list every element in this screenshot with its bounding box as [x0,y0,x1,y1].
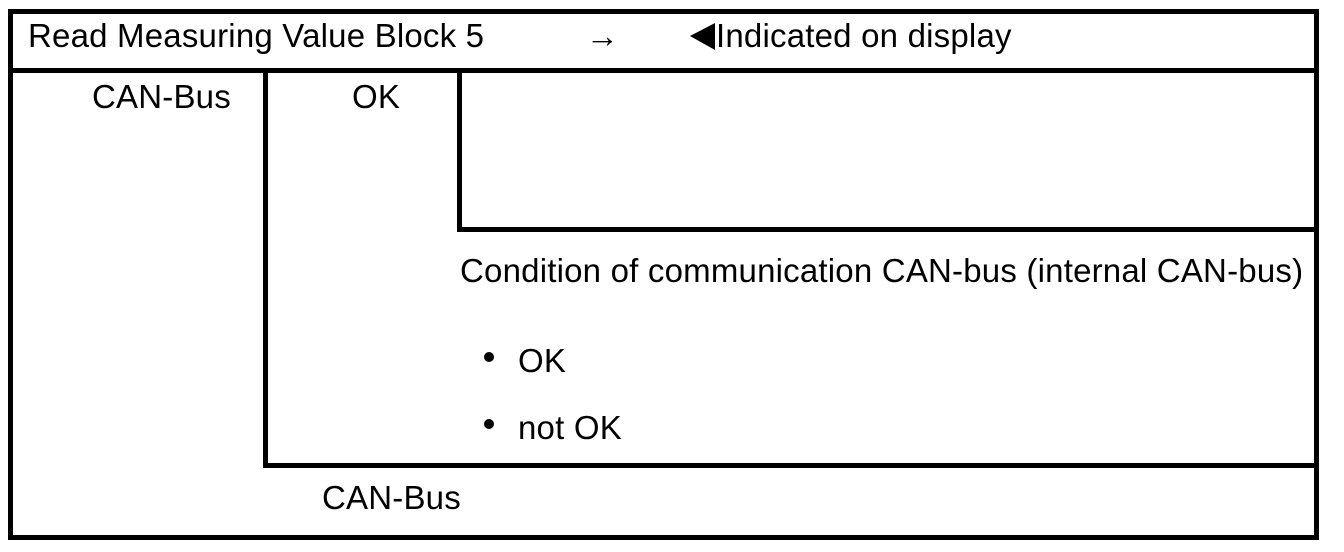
annotation-bottom-line [263,463,1319,468]
header-separator-line [8,68,1319,73]
arrow-right-icon: → [586,17,620,54]
display-field-ok: OK [352,78,401,115]
header-title: Read Measuring Value Block 5 [28,17,485,54]
display-marker-triangle-icon [690,23,715,50]
footer-can-bus-label: CAN-Bus [322,479,461,516]
bullet-item-not-ok: not OK [518,409,622,446]
bullet-item-ok: OK [518,342,567,379]
display-field-can-bus: CAN-Bus [92,78,231,115]
bullet-icon [484,352,494,362]
display-note-label: Indicated on display [716,17,1012,54]
diagram-outer-border [8,9,1319,540]
display-box-bottom-line [457,227,1319,232]
condition-description: Condition of communication CAN-bus (inte… [460,252,1304,289]
ok-field-connector-line [457,73,462,232]
bullet-icon [484,419,494,429]
can-bus-field-connector-line [263,73,268,468]
